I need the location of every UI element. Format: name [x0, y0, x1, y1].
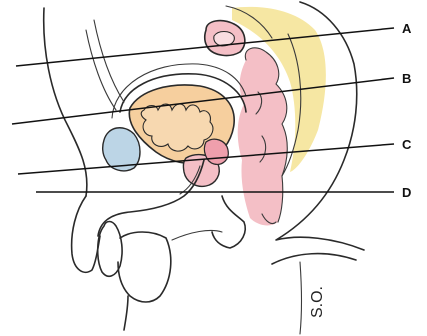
perineum	[212, 196, 245, 248]
seminal-vesicle	[204, 139, 228, 164]
inner-abdominal-wall	[86, 30, 116, 110]
thigh-back	[272, 254, 356, 264]
thigh-line	[300, 262, 302, 334]
artist-initials: S.O.	[309, 286, 326, 318]
penis-outline	[72, 196, 100, 272]
label-a: A	[402, 21, 412, 36]
label-c: C	[402, 137, 412, 152]
scrotum-base	[124, 296, 128, 330]
scrotum	[118, 232, 171, 302]
abdominal-wall	[44, 8, 87, 196]
label-b: B	[402, 71, 411, 86]
inner-abdominal-wall-2	[94, 20, 124, 102]
label-d: D	[402, 185, 411, 200]
